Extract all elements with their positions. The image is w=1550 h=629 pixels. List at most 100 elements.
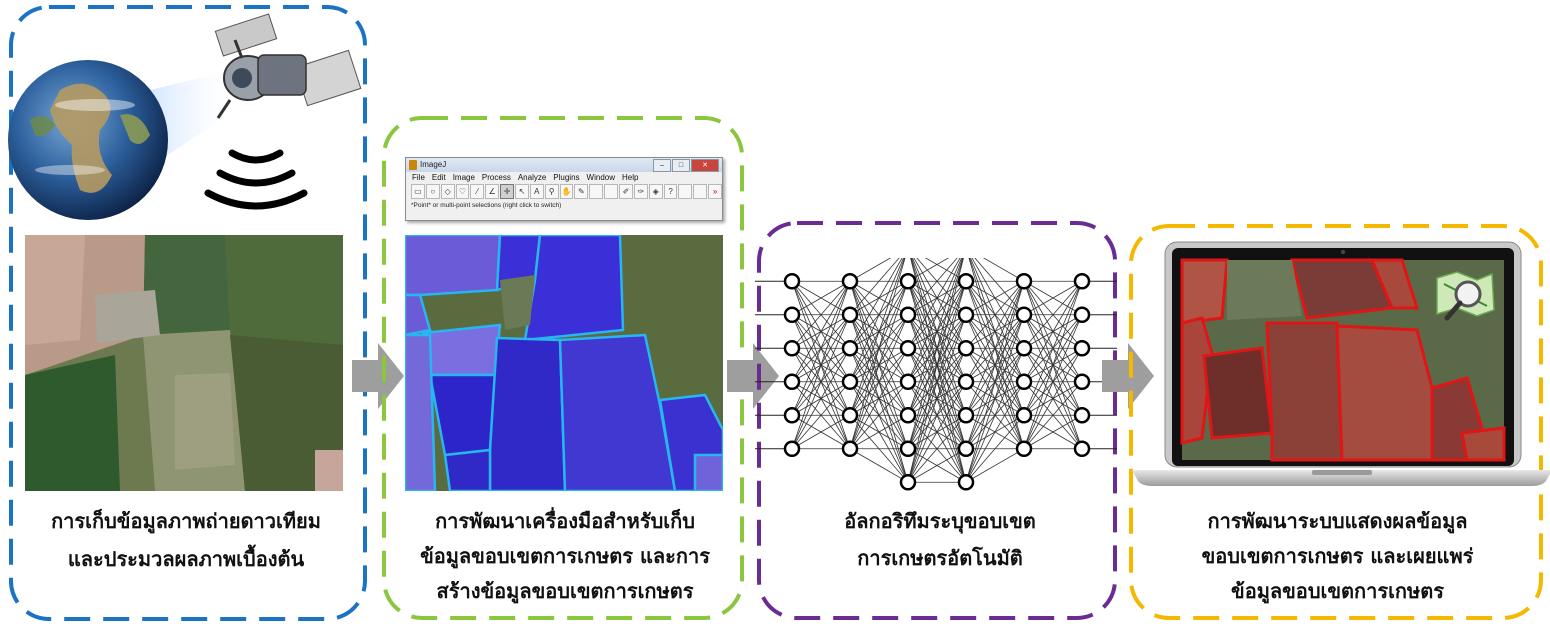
network-connection xyxy=(791,281,851,382)
line-tool-icon[interactable]: ⁄ xyxy=(470,184,485,199)
network-connection xyxy=(849,348,909,449)
network-node xyxy=(1073,407,1091,424)
network-node xyxy=(783,407,801,424)
network-connection xyxy=(849,258,903,349)
network-node xyxy=(899,340,917,357)
network-node xyxy=(1073,306,1091,323)
satellite-beam xyxy=(150,70,236,160)
point-tool-icon[interactable]: ✛ xyxy=(500,184,515,199)
rectangle-tool-icon[interactable]: ▭ xyxy=(411,184,425,199)
network-connection xyxy=(965,348,1025,483)
menu-edit[interactable]: Edit xyxy=(431,173,446,182)
network-connection xyxy=(1023,348,1083,449)
flood-fill-tool-icon[interactable]: ◈ xyxy=(648,184,663,199)
panel-frame xyxy=(9,5,367,621)
annotated-field-image xyxy=(405,235,723,491)
polygon-tool-icon[interactable]: ◇ xyxy=(440,184,455,199)
caption-satellite-collection: การเก็บข้อมูลภาพถ่ายดาวเทียม และประมวลผล… xyxy=(51,509,321,571)
menu-help[interactable]: Help xyxy=(622,173,639,182)
blank-tool-slot xyxy=(678,184,693,199)
imagej-titlebar: ImageJ – □ ✕ xyxy=(406,158,722,172)
network-node xyxy=(1073,440,1091,457)
menu-plugins[interactable]: Plugins xyxy=(553,173,580,182)
panel-boundary-tool: การพัฒนาเครื่องมือสำหรับเก็บ ข้อมูลขอบเข… xyxy=(380,0,750,629)
imagej-toolbar: ▭ ○ ◇ ♡ ⁄ ∠ ✛ ↖ A ⚲ ✋ ✎ ✐ ✑ ◈ ? » xyxy=(406,184,723,199)
network-connection xyxy=(849,314,909,449)
network-node xyxy=(1015,273,1033,290)
menu-image[interactable]: Image xyxy=(452,173,475,182)
network-connection xyxy=(907,448,967,483)
panel-automatic-algorithm: อัลกอริทึมระบุขอบเขต การเกษตรอัตโนมัติ xyxy=(755,0,1125,629)
hand-tool-icon[interactable]: ✋ xyxy=(559,184,574,199)
imagej-menubar: File Edit Image Process Analyze Plugins … xyxy=(406,172,722,184)
network-node xyxy=(841,340,859,357)
menu-window[interactable]: Window xyxy=(586,173,615,182)
network-connection xyxy=(1023,281,1083,449)
network-node xyxy=(899,474,917,491)
network-connection xyxy=(849,258,892,282)
network-connection xyxy=(1023,281,1083,382)
flow-arrow-3 xyxy=(1102,343,1154,409)
network-node xyxy=(1015,306,1033,323)
network-connection xyxy=(965,281,1025,483)
network-node xyxy=(783,273,801,290)
menu-file[interactable]: File xyxy=(412,173,425,182)
panel-satellite-collection: การเก็บข้อมูลภาพถ่ายดาวเทียม และประมวลผล… xyxy=(0,0,372,629)
network-connection xyxy=(965,281,1025,449)
text-tool-icon[interactable]: A xyxy=(529,184,544,199)
network-connection xyxy=(982,258,1025,282)
imagej-title: ImageJ xyxy=(420,160,447,169)
network-connection xyxy=(1023,280,1083,316)
menu-process[interactable]: Process xyxy=(481,173,511,182)
imagej-status: *Point* or multi-point selections (right… xyxy=(411,202,562,209)
brush-tool-icon[interactable]: ✑ xyxy=(633,184,648,199)
more-tools-icon[interactable]: » xyxy=(708,184,723,199)
network-connection xyxy=(1023,314,1083,449)
maximize-button[interactable]: □ xyxy=(672,159,690,172)
network-connection xyxy=(849,281,909,449)
network-node xyxy=(957,407,975,424)
panel-frame xyxy=(1129,224,1543,620)
network-connection xyxy=(849,381,909,450)
network-node xyxy=(841,306,859,323)
dropper-tool-icon[interactable]: ✎ xyxy=(574,184,589,199)
pencil-tool-icon[interactable]: ✐ xyxy=(619,184,633,199)
angle-tool-icon[interactable]: ∠ xyxy=(485,184,500,199)
network-connection xyxy=(965,414,1025,483)
network-connection xyxy=(1023,414,1083,450)
network-node xyxy=(899,373,917,390)
freehand-tool-icon[interactable]: ♡ xyxy=(455,184,470,199)
oval-tool-icon[interactable]: ○ xyxy=(425,184,440,199)
flow-arrow-2 xyxy=(727,343,779,409)
network-node xyxy=(957,474,975,491)
neural-network-diagram xyxy=(755,258,1117,491)
network-node xyxy=(841,407,859,424)
earth-satellite-illustration xyxy=(8,13,362,220)
network-node xyxy=(1015,407,1033,424)
menu-analyze[interactable]: Analyze xyxy=(517,173,547,182)
network-node xyxy=(841,373,859,390)
network-connection xyxy=(907,381,967,483)
wand-tool-icon[interactable]: ↖ xyxy=(515,184,529,199)
satellite-icon xyxy=(214,13,362,119)
network-connection xyxy=(965,281,1025,382)
network-connection xyxy=(791,281,851,416)
magnifier-tool-icon[interactable]: ⚲ xyxy=(544,184,559,199)
network-connection xyxy=(849,258,900,316)
network-connection xyxy=(907,258,958,316)
minimize-button[interactable]: – xyxy=(653,159,671,172)
network-node xyxy=(783,340,801,357)
network-connection xyxy=(849,448,909,483)
network-connection xyxy=(965,448,1025,483)
network-connection xyxy=(907,258,964,483)
network-connection xyxy=(907,281,967,483)
network-connection xyxy=(907,258,950,282)
network-connection xyxy=(965,280,1025,349)
network-node xyxy=(899,407,917,424)
network-node xyxy=(899,273,917,290)
close-button[interactable]: ✕ xyxy=(691,159,719,172)
network-node xyxy=(957,373,975,390)
map-search-icon xyxy=(1436,271,1495,321)
network-node xyxy=(783,440,801,457)
help-tool-icon[interactable]: ? xyxy=(663,184,678,199)
